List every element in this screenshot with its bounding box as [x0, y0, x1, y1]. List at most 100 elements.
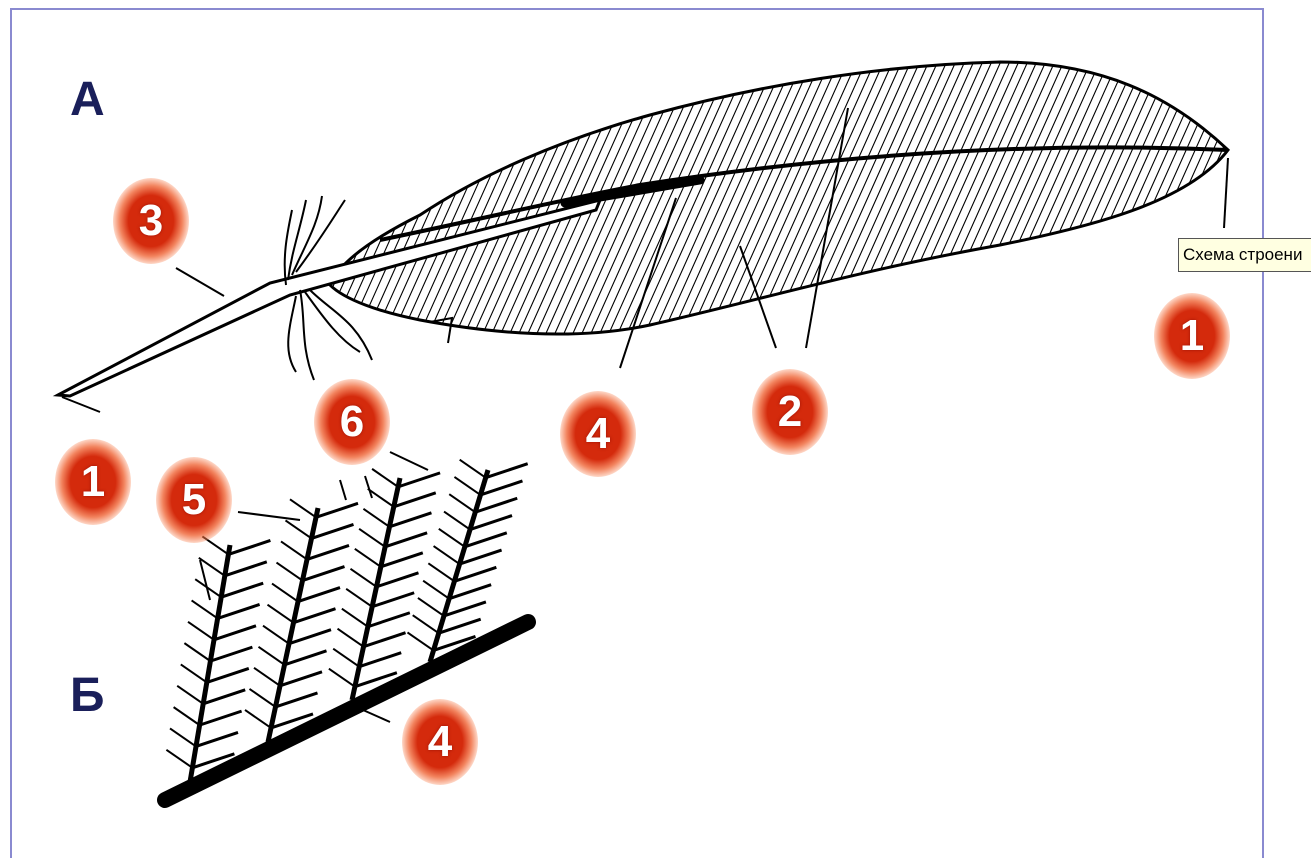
barbule [389, 513, 431, 527]
barbule [486, 464, 528, 478]
barbule [286, 520, 312, 538]
quill-tip-mark [62, 397, 100, 412]
barbule [174, 707, 200, 725]
hatch-line [1245, 50, 1311, 340]
barbule [281, 541, 307, 559]
barbule [276, 693, 318, 707]
barbule [254, 668, 280, 686]
marker-label: 2 [778, 390, 802, 434]
barbule [428, 563, 454, 581]
marker-1-tip-left[interactable]: 1 [55, 439, 131, 525]
barbule [277, 563, 303, 581]
barbule [333, 649, 359, 667]
hatch-line [1209, 50, 1311, 340]
barbule [364, 633, 406, 647]
barbule [444, 602, 486, 616]
section-label-a: А [70, 72, 105, 127]
barbule [294, 609, 336, 623]
barbule [372, 593, 414, 607]
barbule [166, 750, 192, 768]
barbule [359, 529, 385, 547]
barbule [329, 669, 355, 687]
marker-label: 6 [340, 400, 364, 444]
marker-4-rachis-b[interactable]: 4 [402, 699, 478, 785]
barbule [203, 690, 245, 704]
barbule [449, 494, 475, 512]
barbule [423, 581, 449, 599]
barbule [303, 567, 345, 581]
barbule [454, 567, 496, 581]
marker-1-tip-right[interactable]: 1 [1154, 293, 1230, 379]
marker-label: 1 [81, 460, 105, 504]
hatch-line [1218, 50, 1311, 340]
barbule [470, 516, 512, 530]
barbule [207, 668, 249, 682]
barbule [439, 529, 465, 547]
marker-label: 3 [139, 199, 163, 243]
barbule [228, 540, 270, 554]
barbule [372, 469, 398, 487]
barbule [177, 686, 203, 704]
hatch-line [1272, 50, 1311, 340]
barbule [398, 473, 440, 487]
barbule [196, 732, 238, 746]
hatch-line [1236, 50, 1311, 340]
marker-4-rachis-a[interactable]: 4 [560, 391, 636, 477]
hatch-line [1290, 50, 1311, 340]
barbule [214, 626, 256, 640]
barbule [290, 499, 316, 517]
barbule [346, 589, 372, 607]
barbule [465, 533, 507, 547]
barbule [268, 605, 294, 623]
barbule [280, 672, 322, 686]
barbule [192, 600, 218, 618]
barbule [444, 512, 470, 530]
marker-2-vane[interactable]: 2 [752, 369, 828, 455]
barbule [245, 710, 271, 728]
barbule [376, 573, 418, 587]
barbule [385, 533, 427, 547]
barbule [221, 583, 263, 597]
barbule [413, 615, 439, 633]
marker-label: 4 [586, 412, 610, 456]
barbule [170, 728, 196, 746]
barbule [259, 647, 285, 665]
hatch-line [1254, 50, 1311, 340]
barbule [210, 647, 252, 661]
barbule [439, 619, 481, 633]
marker-3-shaft[interactable]: 3 [113, 178, 189, 264]
barb-rachis-b [165, 622, 528, 800]
barbule [285, 651, 327, 665]
hatch-line [1191, 50, 1311, 340]
marker-label: 5 [182, 478, 206, 522]
hatch-line [1281, 50, 1311, 340]
barbule [316, 503, 358, 517]
barbule [381, 553, 423, 567]
barbule [475, 498, 517, 512]
barbule [350, 569, 376, 587]
hatch-line [1200, 50, 1311, 340]
barbule [480, 481, 522, 495]
barbule [418, 598, 444, 616]
barbule [460, 460, 486, 478]
marker-label: 4 [428, 720, 452, 764]
barbule [363, 509, 389, 527]
barbule [307, 545, 349, 559]
barbule [342, 609, 368, 627]
hatch-line [1227, 50, 1311, 340]
barbule [225, 562, 267, 576]
barbule [181, 664, 207, 682]
barbule [434, 546, 460, 564]
tooltip: Схема строени [1178, 238, 1311, 272]
barbule [359, 653, 401, 667]
barbule [200, 711, 242, 725]
marker-5-barbs[interactable]: 5 [156, 457, 232, 543]
barbule [263, 626, 289, 644]
marker-6-barbules[interactable]: 6 [314, 379, 390, 465]
barbule [394, 493, 436, 507]
barbule [338, 629, 364, 647]
barbule [218, 604, 260, 618]
barbule [272, 584, 298, 602]
barbule [355, 549, 381, 567]
